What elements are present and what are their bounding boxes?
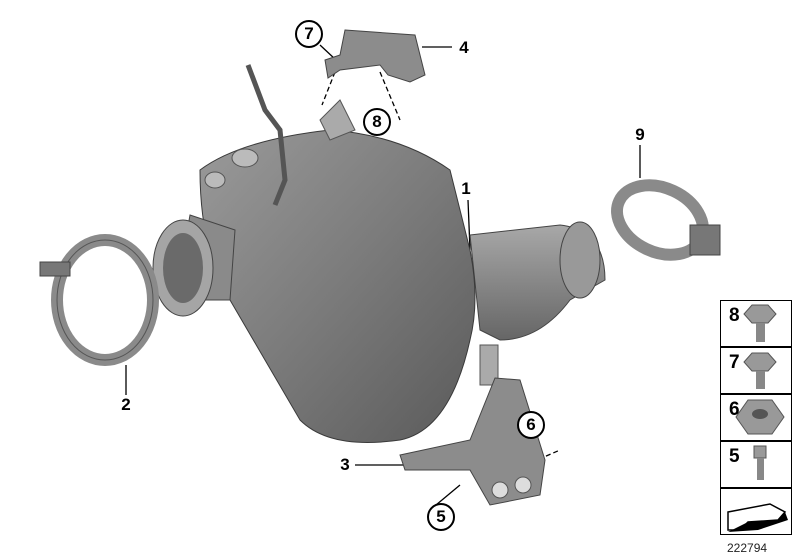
callout-3: 3 [340, 455, 350, 474]
pipe-clamp-part [611, 179, 721, 261]
callout-4: 4 [459, 38, 469, 57]
particulate-filter-part [152, 64, 606, 443]
legend-item-7: 7 [720, 347, 792, 394]
legend-item-6: 6 [720, 394, 792, 441]
legend-icons [727, 304, 788, 532]
callout-7: 7 [295, 20, 323, 48]
legend-item-5: 5 [720, 441, 792, 488]
callout-2: 2 [121, 395, 131, 414]
callout-9: 9 [635, 125, 645, 144]
callout-6: 6 [517, 411, 545, 439]
upper-bracket-part [324, 29, 426, 83]
diagram-id: 222794 [727, 541, 768, 555]
legend-item-8: 8 [720, 300, 792, 347]
v-band-clamp-part [39, 234, 159, 366]
callout-8: 8 [363, 108, 391, 136]
callout-5: 5 [427, 503, 455, 531]
callout-1: 1 [461, 179, 471, 198]
lower-bracket-part [399, 377, 546, 506]
legend-orientation-arrow [720, 488, 792, 535]
